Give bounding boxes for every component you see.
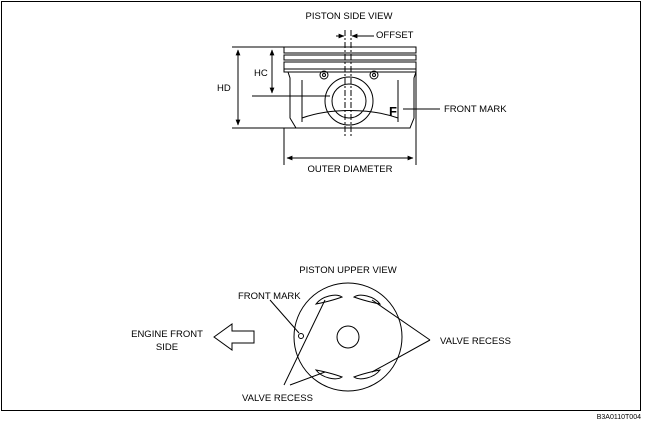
front-mark-label-upper: FRONT MARK <box>238 291 301 302</box>
front-mark-label-side: FRONT MARK <box>444 104 507 115</box>
valve-recess-upper-right <box>352 294 382 305</box>
diagram-frame <box>1 1 641 411</box>
ring-land-top <box>283 46 417 54</box>
piston-skirt <box>287 71 417 129</box>
valve-recess-upper-left <box>314 294 344 305</box>
front-mark-dot <box>298 333 304 339</box>
front-mark-symbol: F <box>389 104 397 119</box>
side-view-title: PISTON SIDE VIEW <box>306 11 393 22</box>
engine-front-arrow <box>213 323 255 351</box>
figure-id: B3A0110T004 <box>596 414 641 421</box>
valve-recess-label-bottom: VALVE RECESS <box>242 393 313 404</box>
ring-land-2 <box>283 54 417 61</box>
hd-label: HD <box>217 83 231 94</box>
valve-recess-label-right: VALVE RECESS <box>440 336 511 347</box>
valve-recess-lower-right <box>352 369 382 380</box>
piston-crown-outline <box>293 282 403 392</box>
piston-side-view <box>232 30 440 165</box>
crown-center-bowl <box>336 325 360 349</box>
outer-diameter-label: OUTER DIAMETER <box>308 164 393 175</box>
piston-pin-hole <box>331 83 367 119</box>
ring-land-3 <box>283 61 417 70</box>
engine-front-label-line2: SIDE <box>156 342 178 353</box>
pin-boss <box>324 76 374 126</box>
front-mark-leader-upper <box>269 299 300 334</box>
valve-recess-lower-left <box>314 369 344 380</box>
hc-label: HC <box>254 68 268 79</box>
upper-view-title: PISTON UPPER VIEW <box>299 265 397 276</box>
offset-label: OFFSET <box>376 30 414 41</box>
piston-upper-view <box>213 282 431 392</box>
engine-front-label-line1: ENGINE FRONT <box>131 329 203 340</box>
